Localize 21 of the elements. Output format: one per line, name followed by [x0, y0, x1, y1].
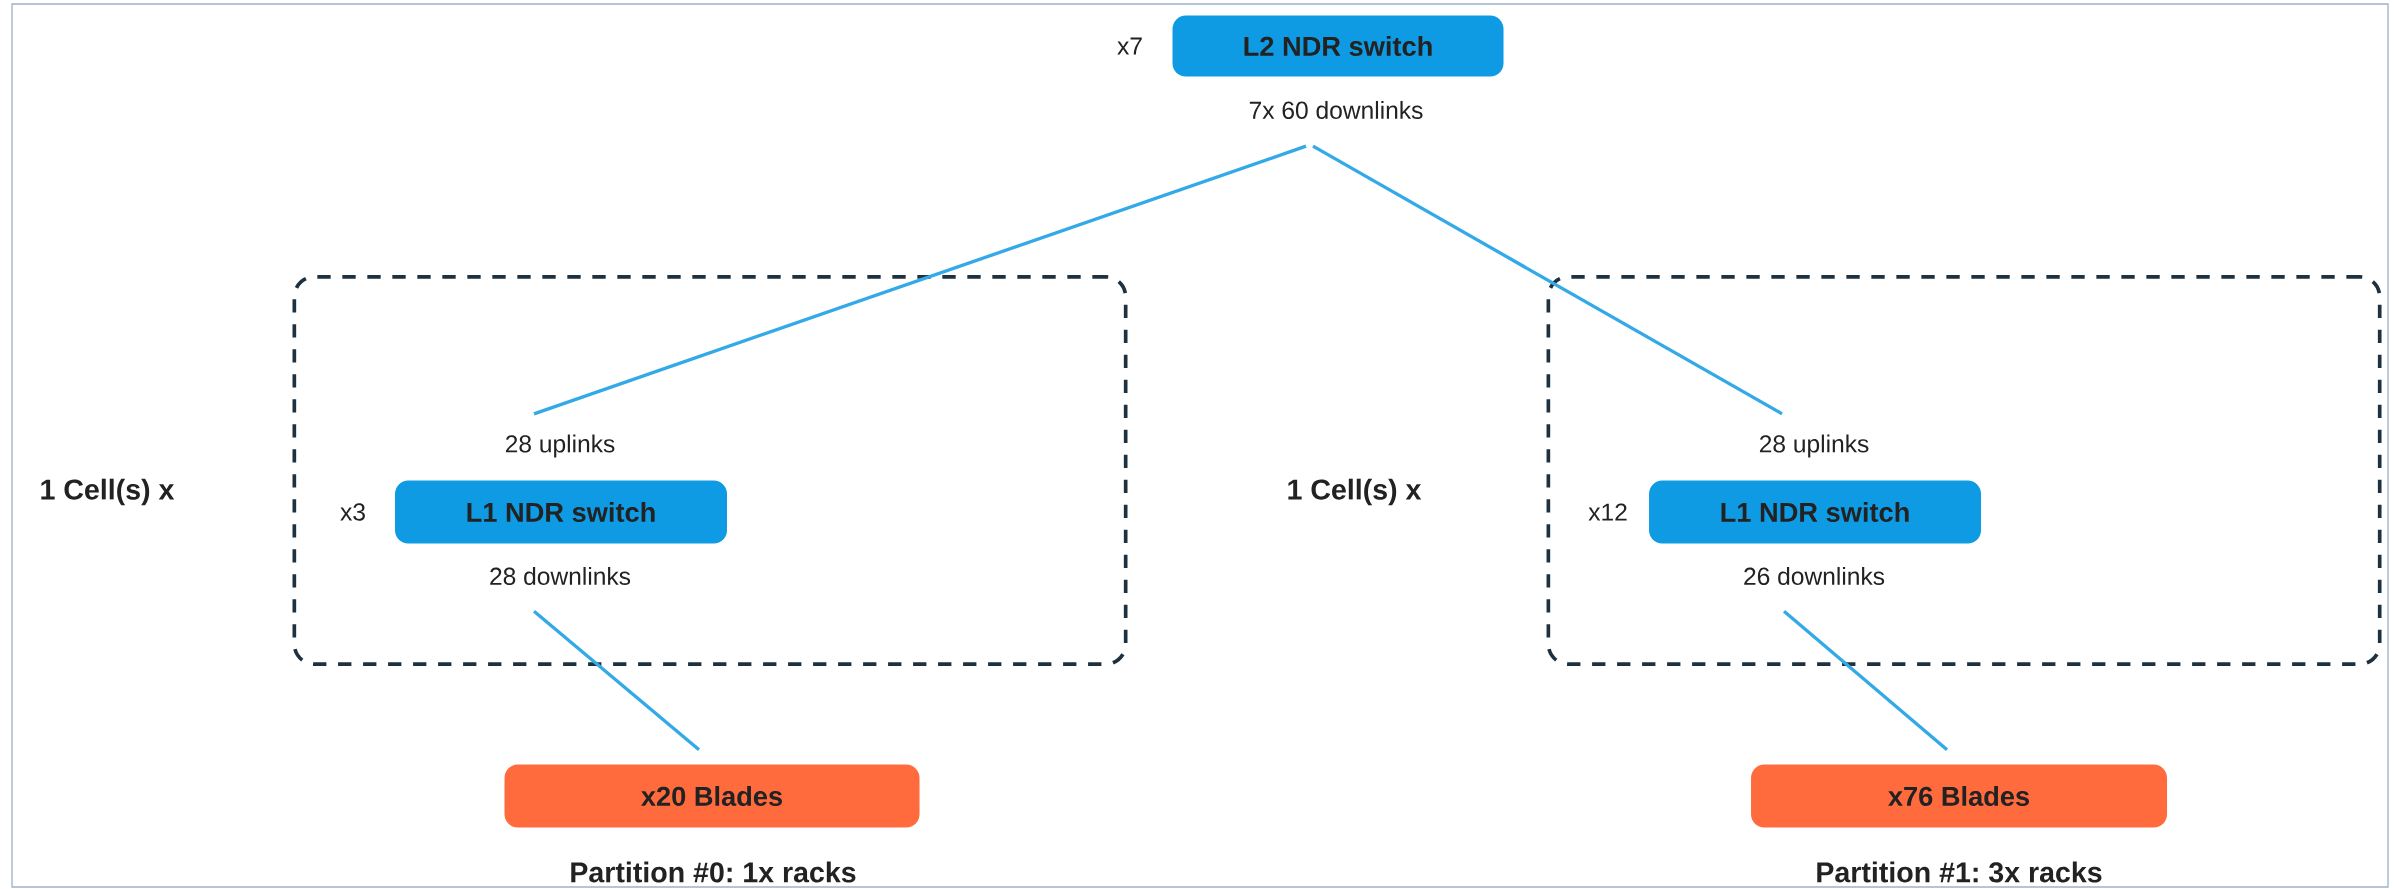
connector-line — [532, 609, 701, 752]
blade-box: x76 Blades — [1751, 764, 2168, 828]
count-label: x12 — [1588, 503, 1627, 521]
count-label: 28 uplinks — [505, 434, 615, 458]
count-label: 28 downlinks — [490, 566, 631, 586]
count-label: x3 — [340, 503, 365, 521]
connector-line — [1312, 144, 1783, 416]
count-label: 28 uplinks — [1759, 434, 1869, 458]
cell-label: 1 Cell(s) x — [1288, 478, 1422, 506]
blade-box: x20 Blades — [504, 764, 920, 828]
count-label: 7x 60 downlinks — [1249, 100, 1423, 120]
switch-box: L1 NDR switch — [395, 480, 727, 544]
connector-line — [533, 144, 1307, 416]
partition-caption: Partition #1: 3x racks — [1817, 861, 2102, 883]
count-label: 26 downlinks — [1744, 566, 1885, 586]
cell-label: 1 Cell(s) x — [41, 478, 175, 506]
count-label: x7 — [1117, 37, 1142, 55]
partition-caption: Partition #0: 1x racks — [571, 861, 856, 883]
switch-box: L2 NDR switch — [1172, 15, 1504, 77]
connector-line — [1782, 609, 1949, 752]
switch-box: L1 NDR switch — [1649, 480, 1982, 544]
